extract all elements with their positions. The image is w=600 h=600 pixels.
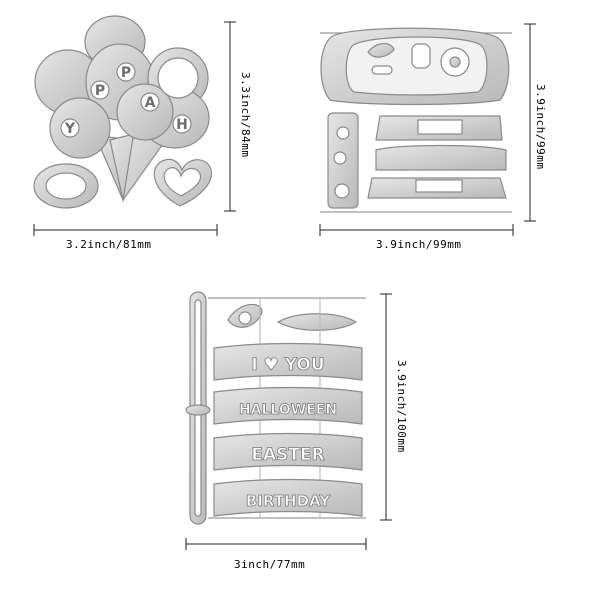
balloon-letter: Y	[64, 121, 76, 137]
balloon-letter: H	[176, 117, 188, 133]
balloon-letter: P	[95, 83, 105, 99]
car-dashboard-die	[320, 27, 512, 213]
banner-word-halloween: HALLOWEEN	[239, 402, 337, 418]
balloons-width-label: 3.2inch/81mm	[66, 238, 152, 251]
balloon-letter: A	[145, 95, 156, 111]
banner-word-birthday: BIRTHDAY	[246, 492, 331, 510]
balloons-dimension-lines	[33, 21, 236, 236]
banners-width-label: 3inch/77mm	[234, 558, 306, 571]
banner-word-easter: EASTER	[251, 445, 324, 465]
car-width-label: 3.9inch/99mm	[376, 238, 462, 251]
car-height-label: 3.9inch/99mm	[534, 84, 547, 170]
balloons-height-label: 3.3inch/84mm	[239, 72, 252, 158]
word-banners-die	[185, 291, 366, 525]
banner-word-love: I ♥ YOU	[251, 355, 324, 375]
banners-height-label: 3.9inch/100mm	[395, 360, 408, 453]
balloon-letter: P	[121, 65, 131, 81]
balloons-die	[33, 15, 213, 209]
banners-dimension-lines	[185, 293, 392, 550]
car-dimension-lines	[319, 23, 536, 236]
